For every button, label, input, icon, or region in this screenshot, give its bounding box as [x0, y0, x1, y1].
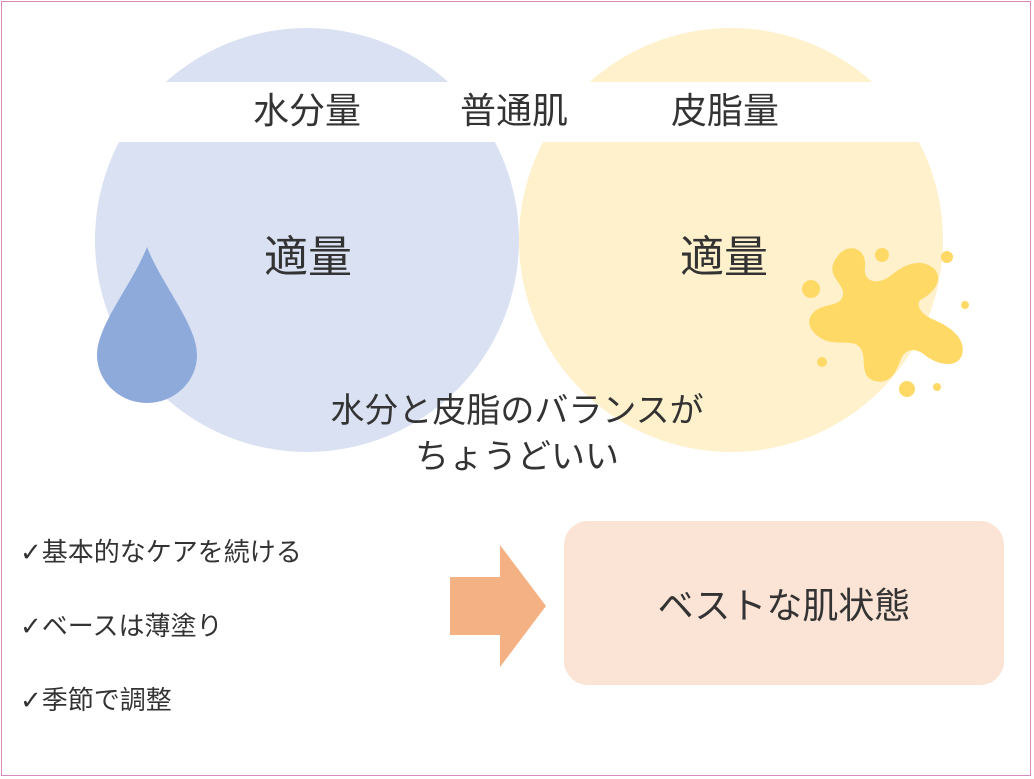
water-drop-icon	[97, 247, 197, 403]
arrow-right-icon	[450, 545, 546, 667]
best-skin-box: ベストな肌状態	[564, 521, 1004, 685]
best-skin-label: ベストな肌状態	[657, 586, 911, 627]
oil-splash-icon	[802, 248, 969, 397]
checklist-item-seasonal: ✓季節で調整	[20, 686, 172, 716]
water-amount-label: 適量	[264, 232, 352, 283]
balance-line-1: 水分と皮脂のバランスが	[330, 391, 704, 431]
water-header: 水分量	[252, 91, 361, 132]
balance-line-2: ちょうどいい	[415, 437, 619, 477]
checklist-item-thin-base: ✓ベースは薄塗り	[20, 612, 223, 642]
balance-text: 水分と皮脂のバランスが ちょうどいい	[232, 388, 802, 480]
sebum-amount-label: 適量	[680, 232, 768, 283]
sebum-header: 皮脂量	[670, 91, 779, 132]
header-band	[2, 82, 1030, 142]
checklist-item-basic-care: ✓基本的なケアを続ける	[20, 538, 302, 568]
skin-type-header: 普通肌	[459, 91, 568, 132]
